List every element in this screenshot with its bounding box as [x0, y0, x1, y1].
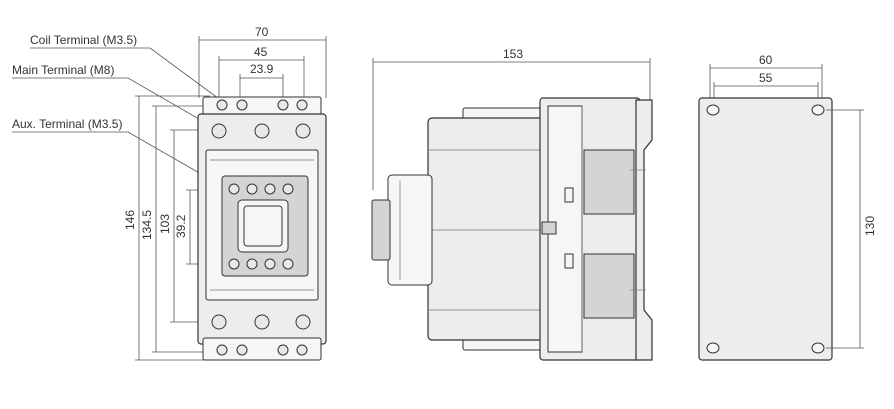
- front-view: 70 45 23.9 146 134.5 103 39.2: [123, 25, 327, 361]
- coil-terminal-leader: [30, 47, 227, 105]
- dim-23-9-label: 23.9: [250, 62, 274, 76]
- dim-45-label: 45: [254, 45, 268, 59]
- dim-130-label: 130: [863, 216, 877, 236]
- dim-70-label: 70: [255, 25, 269, 39]
- dim-55-label: 55: [759, 71, 773, 85]
- terminal-labels: Coil Terminal (M3.5) Main Terminal (M8) …: [12, 33, 227, 187]
- aux-terminal-leader: [12, 131, 223, 187]
- dim-39-2-label: 39.2: [174, 214, 188, 238]
- main-terminal-leader: [12, 77, 219, 131]
- aux-terminal-label: Aux. Terminal (M3.5): [12, 117, 122, 131]
- dim-103-label: 103: [158, 214, 172, 234]
- dim-134-5-label: 134.5: [140, 210, 154, 240]
- mounting-view: 60 55 130: [698, 53, 877, 361]
- side-view: 153: [371, 47, 653, 361]
- main-terminal-label: Main Terminal (M8): [12, 63, 114, 77]
- dim-60-label: 60: [759, 53, 773, 67]
- dim-146-label: 146: [123, 210, 137, 230]
- coil-terminal-label: Coil Terminal (M3.5): [30, 33, 137, 47]
- dim-153-label: 153: [503, 47, 523, 61]
